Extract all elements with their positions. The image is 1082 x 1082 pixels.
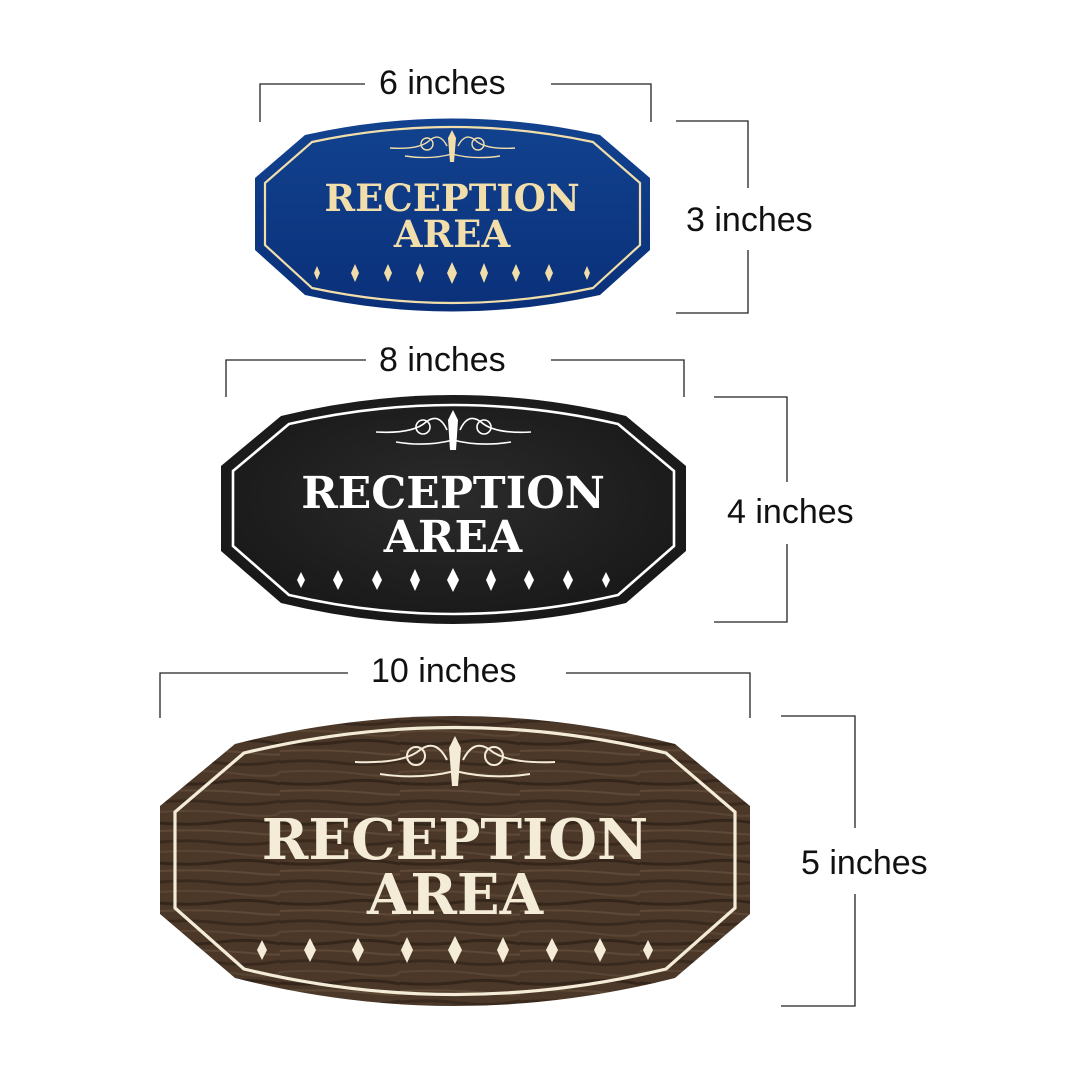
height-label-3: 5 inches (801, 844, 928, 882)
sign-title-line1: RECEPTION (301, 468, 605, 519)
width-label-2: 8 inches (379, 341, 506, 379)
height-label-1: 3 inches (686, 201, 813, 239)
width-label-3: 10 inches (371, 652, 517, 690)
sign-title-line1: RECEPTION (262, 807, 648, 873)
sign-title-line1: RECEPTION (324, 176, 579, 220)
dimension-lines-2 (225, 359, 788, 623)
dimension-lines-1 (259, 83, 749, 314)
sign-black: RECEPTION AREA (221, 395, 686, 624)
width-label-1: 6 inches (379, 64, 506, 102)
sign-title-line2: AREA (383, 512, 523, 563)
height-label-2: 4 inches (727, 493, 854, 531)
sign-blue: RECEPTION AREA (255, 118, 650, 312)
sign-title-line2: AREA (393, 212, 512, 256)
dimension-lines-3 (159, 672, 856, 1007)
sign-walnut: RECEPTION AREA (160, 716, 750, 1006)
sign-title-line2: AREA (366, 862, 545, 928)
